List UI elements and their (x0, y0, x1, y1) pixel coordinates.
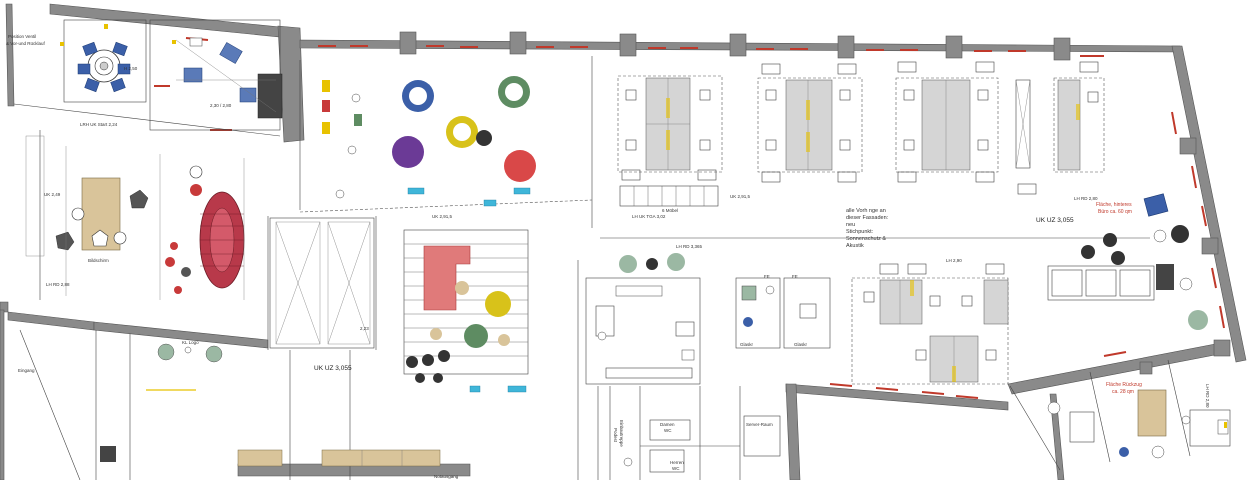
bottom-right-rooms (1047, 389, 1231, 459)
label-note5: Sonnenschutz & (846, 236, 886, 242)
workstations-top (617, 61, 1105, 207)
label-flaeche2: Büro ca. 60 qm (1098, 209, 1132, 215)
label-fe1: FE (764, 274, 770, 279)
partitions (13, 56, 1191, 480)
label-damen: Damen (660, 422, 675, 427)
label-herren-wc: WC (672, 466, 680, 471)
label-einbautreppe: Einbautreppe (619, 420, 624, 447)
workstations-middle (851, 263, 1009, 385)
label-rueckzug1: Fläche Rückzug (1106, 382, 1142, 388)
label-moebel: 6 Möbel (662, 208, 678, 213)
label-notausgang: Notausgang (434, 474, 459, 479)
bottom-furniture (237, 449, 441, 467)
label-podest: Podest (613, 428, 618, 443)
label-kl-logo: KL Logo (182, 340, 199, 345)
label-lh-290: LH 2,90 (946, 258, 962, 263)
left-lounge (55, 146, 245, 300)
label-glaskabine2: Glaskr (794, 342, 808, 347)
meeting-room-center (585, 253, 701, 385)
label-lh-uk-tga: LH UK TGA 3,02 (632, 214, 666, 219)
label-bildschirm: Bildschirm (88, 258, 109, 263)
right-lounge (1047, 193, 1208, 330)
label-lh-rd-280: LH RD 2,80 (1074, 196, 1098, 201)
label-fe2: FE (792, 274, 798, 279)
label-position: Position Ventil (8, 34, 36, 39)
logo-area (100, 343, 223, 462)
phone-booths (735, 277, 831, 349)
label-damen-wc: WC (664, 428, 672, 433)
plan-labels: Position Ventil & Vor-und Rücklauf LRH U… (6, 34, 1210, 479)
center-zone (322, 76, 536, 393)
label-rueckzug2: ca. 28 qm (1112, 389, 1134, 395)
label-uk-2915: UK 2,91,5 (432, 214, 453, 219)
label-note3: neu (846, 222, 855, 228)
label-note1: alle Vorh nge an (846, 208, 886, 214)
label-dim-230: 2,30 / 2,80 (210, 103, 232, 108)
label-note2: dieser Fassaden: (846, 215, 889, 221)
label-note4: Stichpunkt: (846, 229, 874, 235)
meeting-area-topleft (60, 19, 283, 131)
facade-red-markers (154, 37, 1225, 399)
label-uk-249: UK 2,49 (44, 192, 61, 197)
label-flaeche: Fläche, hinteres (1096, 202, 1132, 208)
label-uk-2915b: UK 2,91,5 (730, 194, 751, 199)
label-lh-rd-right: LH RD 2,80 (1205, 384, 1210, 408)
label-lh-rd-3365: LH RD 3,365 (676, 244, 703, 249)
label-eingang: Eingang (18, 368, 35, 373)
label-server: Server-Raum (746, 422, 773, 427)
label-dim-223: 2,23 (360, 326, 369, 331)
tribune (403, 229, 529, 383)
label-uk-uz-left: UK UZ 3,055 (314, 365, 352, 372)
label-glaskabine1: Glaskr (740, 342, 754, 347)
label-uk-uz-right: UK UZ 3,055 (1036, 217, 1074, 224)
label-dim-250: H 2,50 (124, 66, 138, 71)
outer-walls (0, 3, 1247, 480)
label-lrh-uk: LRH UK Start 2,24 (80, 122, 118, 127)
label-note6: Akustik (846, 243, 864, 249)
label-herren: Herren (670, 460, 684, 465)
service-area (623, 415, 781, 473)
label-position2: & Vor-und Rücklauf (6, 41, 46, 46)
label-lh-rd-288: LH RD 2,88 (46, 282, 70, 287)
